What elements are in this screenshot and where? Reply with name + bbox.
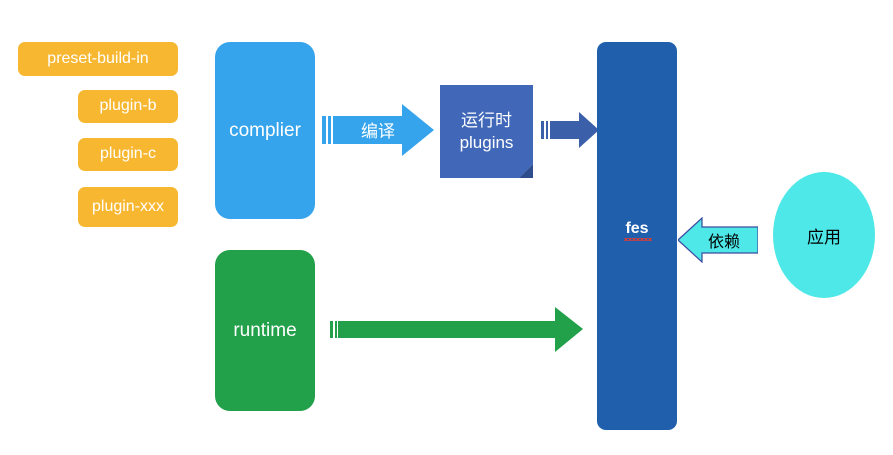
node-label: complier xyxy=(229,119,301,141)
arrow-compile[interactable] xyxy=(322,104,434,156)
arrow-compile-label: 编译 xyxy=(361,121,395,141)
arrow-depend-label: 依赖 xyxy=(707,234,740,251)
node-app[interactable]: 应用 xyxy=(773,172,875,298)
node-runtime-plugins[interactable]: 运行时 plugins xyxy=(440,85,533,178)
arrow-depend-shape xyxy=(678,217,758,263)
node-fes[interactable]: fes xyxy=(597,42,677,430)
fes-text: fes xyxy=(624,220,652,242)
node-label-line1: 运行时 xyxy=(461,111,512,131)
chip-label: plugin-xxx xyxy=(91,197,165,215)
chip-preset-build-in[interactable]: preset-build-in xyxy=(18,42,178,76)
arrow-runtime-to-fes[interactable] xyxy=(330,307,583,352)
node-label: 应用 xyxy=(807,227,841,247)
arrow-compile-shape xyxy=(322,104,434,156)
chip-plugin-c[interactable]: plugin-c xyxy=(78,138,178,171)
chip-label: preset-build-in xyxy=(47,49,149,67)
node-label-line2: plugins xyxy=(459,132,514,152)
node-label-group: 运行时 plugins xyxy=(460,110,514,153)
arrow-depend[interactable] xyxy=(678,217,758,263)
chip-label: plugin-b xyxy=(99,97,157,115)
chip-label: plugin-c xyxy=(99,145,157,163)
chip-plugin-b[interactable]: plugin-b xyxy=(78,90,178,123)
node-label: fes xyxy=(624,220,652,242)
node-complier[interactable]: complier xyxy=(215,42,315,219)
arrow-plugins-to-fes[interactable] xyxy=(541,112,599,148)
chip-plugin-xxx[interactable]: plugin-xxx xyxy=(78,187,178,227)
arrow-runtime-to-fes-shape xyxy=(330,307,583,352)
arrow-plugins-to-fes-shape xyxy=(541,112,599,148)
node-runtime[interactable]: runtime xyxy=(215,250,315,411)
node-label: runtime xyxy=(233,319,297,341)
